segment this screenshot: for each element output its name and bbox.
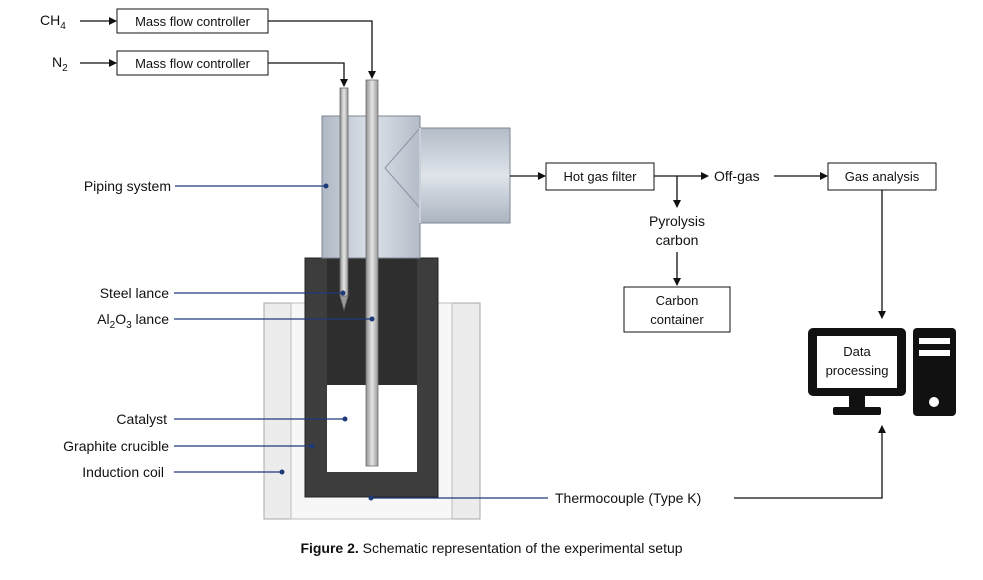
steel-lance-shape <box>339 87 349 312</box>
thermocouple-dot <box>368 495 374 501</box>
pyrolysis-label-line1: Pyrolysis <box>649 213 705 229</box>
hot-gas-filter-box <box>545 162 655 191</box>
piping-system-shape <box>321 115 511 259</box>
steel-lance-label: Steel lance <box>100 285 169 301</box>
data-processing-label-line1: Data <box>843 344 871 359</box>
carbon-container-box <box>623 286 731 333</box>
methane-feed-line <box>268 20 376 79</box>
hot-gas-filter-label: Hot gas filter <box>564 169 638 184</box>
computer-icon <box>808 328 956 416</box>
thermocouple-signal-line <box>734 425 886 499</box>
nitrogen-flow-controller-box <box>116 50 269 76</box>
induction-coil-dot <box>279 469 285 475</box>
alumina-lance-dot <box>369 316 375 322</box>
pyrolysis-label-line2: carbon <box>656 232 699 248</box>
figure-caption: Figure 2. Schematic representation of th… <box>0 540 983 556</box>
methane-flow-controller-label: Mass flow controller <box>135 14 251 29</box>
methane-label: CH4 <box>40 12 66 32</box>
setup-diagram: CH4 Mass flow controller N2 Mass flow co… <box>40 8 956 520</box>
nitrogen-flow-controller-label: Mass flow controller <box>135 56 251 71</box>
alumina-lance-shape <box>365 79 379 467</box>
catalyst-label: Catalyst <box>116 411 167 427</box>
thermocouple-label: Thermocouple (Type K) <box>555 490 701 506</box>
carbon-container-label-line1: Carbon <box>656 293 699 308</box>
nitrogen-label: N2 <box>52 54 68 74</box>
piping-system-label: Piping system <box>84 178 171 194</box>
figure-caption-label: Figure 2. <box>300 540 359 556</box>
alumina-lance-label: Al2O3 lance <box>97 311 169 331</box>
offgas-label: Off-gas <box>714 168 760 184</box>
catalyst-dot <box>342 416 348 422</box>
graphite-crucible-dot <box>309 443 315 449</box>
carbon-container-label-line2: container <box>650 312 704 327</box>
graphite-crucible-label: Graphite crucible <box>63 438 169 454</box>
induction-coil-label: Induction coil <box>82 464 164 480</box>
nitrogen-feed-line <box>268 62 348 87</box>
figure-caption-text: Schematic representation of the experime… <box>358 540 683 556</box>
steel-lance-dot <box>340 290 346 296</box>
gas-analysis-box <box>827 162 937 191</box>
piping-system-dot <box>323 183 329 189</box>
data-processing-label-line2: processing <box>826 363 889 378</box>
gas-analysis-label: Gas analysis <box>845 169 920 184</box>
